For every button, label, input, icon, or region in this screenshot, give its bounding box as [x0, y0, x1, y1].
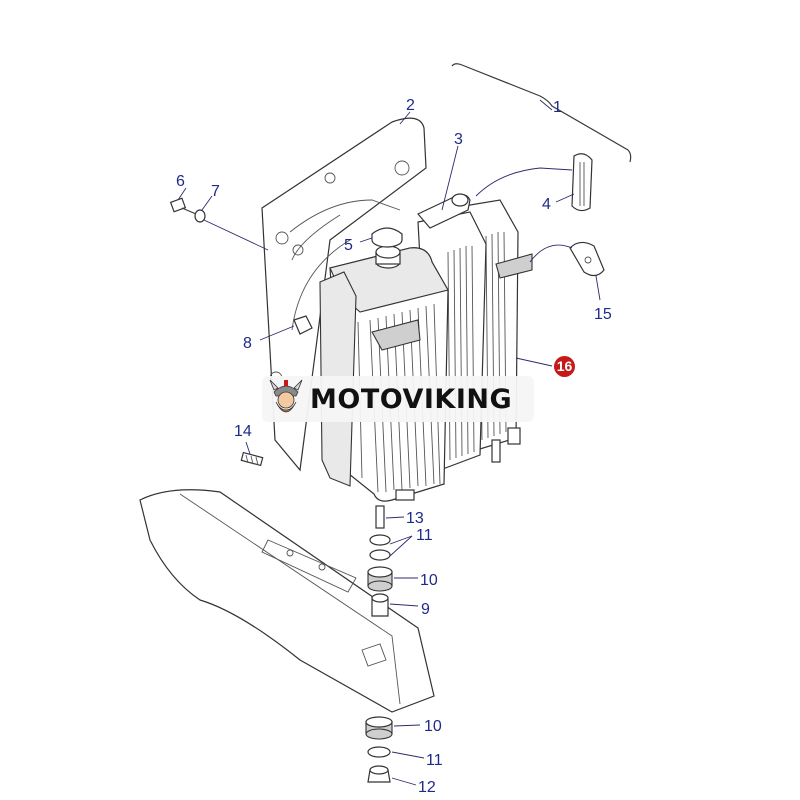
callout-3: 3	[454, 131, 463, 148]
washer-11	[369, 534, 391, 546]
callout-16-badge: 16	[554, 356, 575, 377]
mounting-tab	[495, 253, 533, 279]
callout-5: 5	[344, 237, 353, 254]
filler-neck-top	[375, 245, 401, 259]
drain-fitting	[507, 427, 521, 445]
leader-lines	[177, 99, 601, 786]
callout-7: 7	[211, 183, 220, 200]
callout-15: 15	[594, 306, 612, 323]
viking-logo-icon	[262, 376, 310, 422]
stud-13	[375, 505, 385, 529]
stud-14	[240, 451, 264, 467]
callout-9: 9	[421, 601, 430, 618]
support-frame	[139, 489, 435, 713]
callout-8: 8	[243, 335, 252, 352]
frame-hole	[361, 643, 387, 667]
washer-11	[369, 549, 391, 561]
fan-shroud-arc	[291, 214, 341, 261]
callout-1: 1	[553, 99, 562, 116]
washer-7	[194, 209, 206, 223]
callout-10-upper: 10	[420, 572, 438, 589]
watermark-badge: MOTOVIKING	[262, 376, 534, 422]
callout-4: 4	[542, 196, 551, 213]
drain-fitting	[491, 439, 501, 463]
clip-15	[569, 241, 605, 277]
plate-edge	[289, 199, 401, 233]
plate-hole	[292, 244, 304, 256]
hose-detail-4	[571, 153, 593, 212]
callout-11-upper: 11	[416, 527, 433, 544]
pipe-end	[451, 193, 469, 207]
plate-hole	[394, 160, 410, 176]
nut-8	[293, 315, 313, 335]
plate-hole	[275, 231, 289, 245]
bolt-6	[169, 197, 197, 215]
frame-slot	[261, 539, 357, 593]
bottom-fitting	[395, 489, 415, 501]
assembly-bracket-1	[451, 63, 632, 163]
callout-11-lower: 11	[426, 752, 443, 769]
bolt-alignment-line	[203, 219, 269, 251]
callout-6: 6	[176, 173, 185, 190]
callout-14: 14	[234, 423, 252, 440]
washer-11-lower	[367, 746, 391, 758]
brand-name: MOTOVIKING	[310, 383, 513, 415]
mounting-tab	[371, 319, 421, 351]
fan-shroud-arc	[291, 239, 351, 331]
frame-edge	[179, 493, 401, 705]
callout-10-lower: 10	[424, 718, 442, 735]
callout-12: 12	[418, 779, 436, 796]
radiator-cap-top	[371, 227, 403, 240]
callout-2: 2	[406, 97, 415, 114]
plate-hole	[324, 172, 336, 184]
callout-13: 13	[406, 510, 424, 527]
